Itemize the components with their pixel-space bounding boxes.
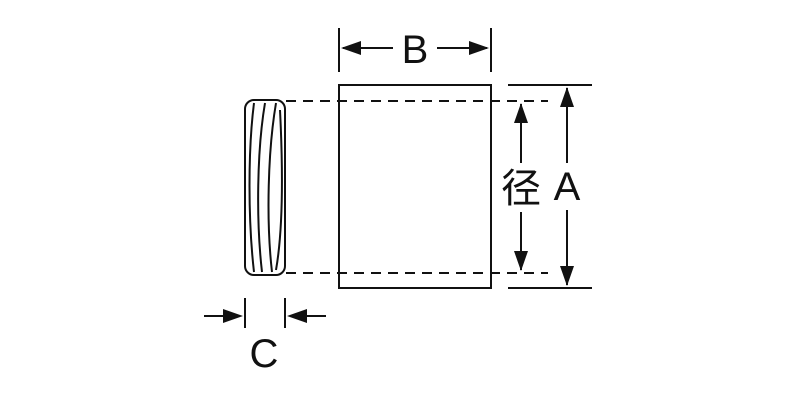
label-a: A — [554, 165, 581, 209]
arrowhead-c-right — [287, 309, 307, 323]
coil-turn-2 — [257, 102, 266, 273]
arrowhead-a-bottom — [560, 266, 574, 286]
dimension-b: B — [338, 28, 492, 72]
coil-turn-3 — [267, 102, 277, 273]
arrowhead-diameter-bottom — [514, 251, 528, 271]
arrowhead-a-top — [560, 87, 574, 107]
dimension-a: A — [554, 87, 581, 286]
dimension-diameter: 径 — [501, 103, 541, 271]
arrowhead-b-left — [341, 41, 361, 55]
dimension-c: C — [204, 298, 326, 376]
coil-turn-1 — [248, 102, 255, 273]
label-diameter: 径 — [501, 167, 541, 211]
coil-outline — [244, 99, 286, 276]
arrowhead-b-right — [469, 41, 489, 55]
label-b: B — [402, 28, 429, 72]
arrowhead-diameter-top — [514, 103, 528, 123]
body-rectangle — [338, 84, 492, 289]
arrowhead-c-left — [223, 309, 243, 323]
coil-turn-4 — [275, 109, 283, 271]
coil-spring — [244, 99, 286, 276]
label-c: C — [250, 332, 279, 376]
